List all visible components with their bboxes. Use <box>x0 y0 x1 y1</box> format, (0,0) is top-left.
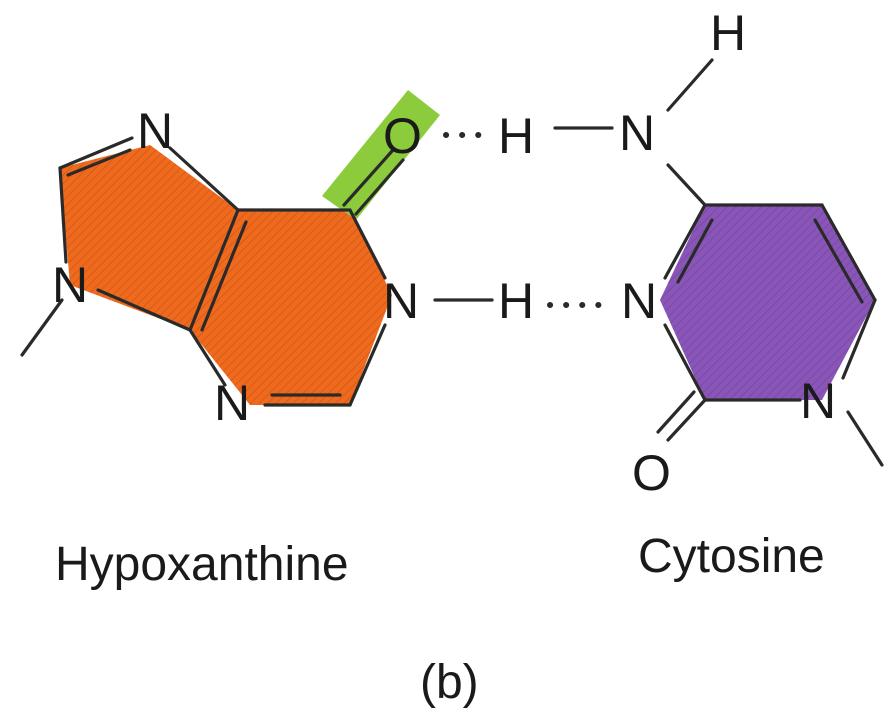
atom-cytosine-h-top: H <box>710 5 746 61</box>
hypoxanthine-molecule <box>20 90 494 407</box>
bond-n7-c8 <box>58 136 134 170</box>
cytosine-label: Cytosine <box>638 530 825 583</box>
atom-cytosine-n3: N <box>621 273 657 329</box>
cytosine-hatch <box>660 205 875 400</box>
atom-n3: N <box>214 375 250 431</box>
hypoxanthine-label: Hypoxanthine <box>55 538 349 591</box>
bond-n3-c4-double <box>676 218 714 284</box>
atom-h-bottom: H <box>498 273 534 329</box>
atom-h-top: H <box>498 108 534 164</box>
bond-n1-c2 <box>348 323 387 407</box>
bond-c6-o6 <box>342 148 395 207</box>
bond-n9-c4 <box>96 288 192 332</box>
atom-cytosine-n4: N <box>619 105 655 161</box>
bond-c6-n1 <box>348 208 387 280</box>
atom-n9: N <box>52 257 88 313</box>
atom-n1: N <box>383 273 419 329</box>
bond-c5-c6 <box>820 203 877 302</box>
bond-c4-c5 <box>188 208 240 332</box>
bond-c5-n7 <box>168 146 240 212</box>
bond-c4-c5-double <box>200 220 248 332</box>
panel-label: (b) <box>420 656 479 709</box>
bond-c4-n4 <box>666 163 707 207</box>
atom-n7: N <box>137 103 173 159</box>
atom-o6: O <box>383 108 422 164</box>
bond-c2-o2 <box>666 398 707 442</box>
bond-c2-o2-double <box>656 390 696 434</box>
carbonyl-highlight <box>322 90 440 220</box>
bond-n1-methyl <box>846 410 884 467</box>
atom-cytosine-n1: N <box>800 373 836 429</box>
bond-n3-c4 <box>188 328 227 387</box>
bond-c6-o6-double <box>354 158 405 216</box>
bond-n3-c4 <box>663 203 707 280</box>
bond-c6-n1 <box>841 298 877 380</box>
bond-n4-h-top <box>666 58 714 112</box>
atom-cytosine-o2: O <box>632 445 671 501</box>
bond-c5-c6-double <box>813 218 864 304</box>
bond-n9-methyl <box>20 298 64 357</box>
bond-c2-n3 <box>663 323 707 402</box>
bond-c8-n9 <box>58 166 68 264</box>
bond-n7-c8-double <box>66 148 132 177</box>
cytosine-molecule <box>553 58 884 467</box>
